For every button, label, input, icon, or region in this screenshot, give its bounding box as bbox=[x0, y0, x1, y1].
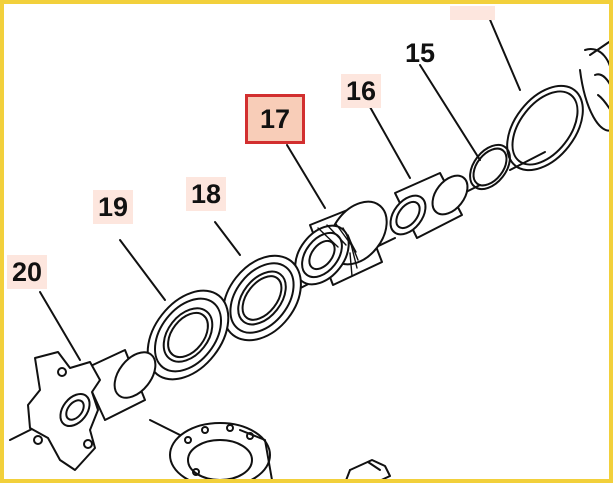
callout-15[interactable]: 15 bbox=[405, 38, 436, 68]
callout-17-selected[interactable]: 17 bbox=[245, 94, 306, 144]
part-19-deflector bbox=[146, 289, 230, 381]
callout-16[interactable]: 16 bbox=[341, 74, 382, 108]
part-20-yoke bbox=[27, 349, 157, 471]
callout-20[interactable]: 20 bbox=[7, 255, 48, 289]
lower-flange bbox=[149, 419, 273, 483]
callout-19[interactable]: 19 bbox=[93, 190, 134, 224]
part-13-partial bbox=[579, 39, 613, 132]
part-17-bearing bbox=[294, 200, 388, 286]
part-18-seal bbox=[222, 254, 302, 342]
leader-lines bbox=[39, 14, 521, 361]
part-14-ring bbox=[506, 84, 584, 172]
part-16-sleeve bbox=[389, 172, 469, 239]
callout-18[interactable]: 18 bbox=[186, 177, 227, 211]
callout-partial-top bbox=[450, 6, 495, 20]
part-15-oring bbox=[469, 143, 511, 191]
bolt bbox=[344, 459, 391, 483]
